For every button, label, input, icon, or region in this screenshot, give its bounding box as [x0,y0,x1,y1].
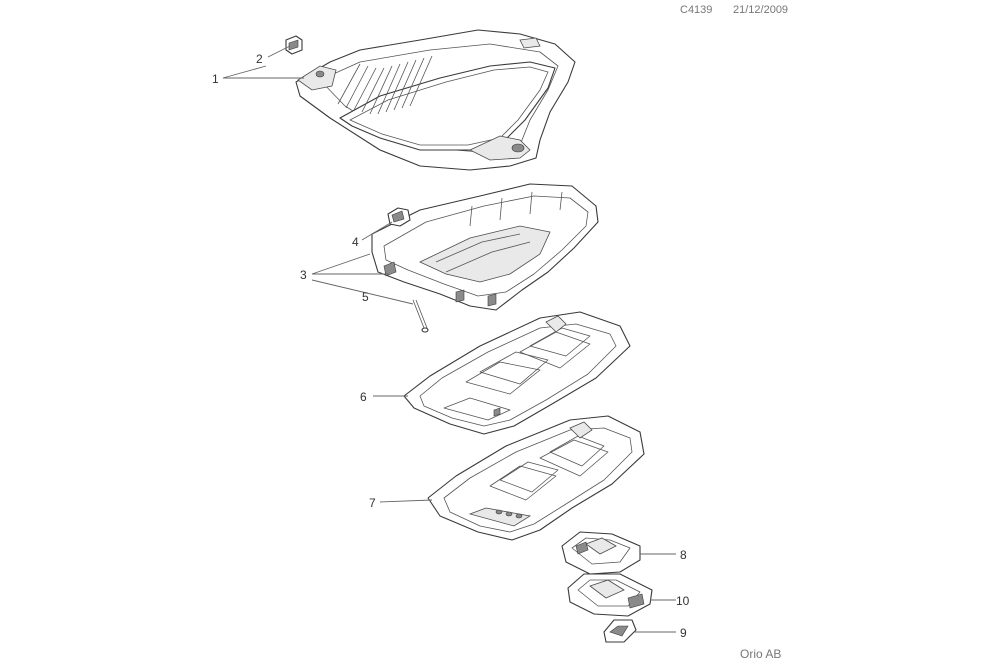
callout-10: 10 [676,594,690,608]
callout-8: 8 [680,548,687,562]
part-6-trim [403,311,631,435]
part-9-connector [603,619,637,643]
part-1-frame [295,29,576,171]
leader-7 [379,499,433,503]
leader-2 [267,45,291,58]
callout-7: 7 [369,496,376,510]
leader-1b [222,65,267,79]
callout-1: 1 [212,72,219,86]
part-8-module [561,531,641,575]
drawing-date: 21/12/2009 [733,4,788,16]
part-7-trim [427,415,645,541]
part-4-clip [387,207,411,227]
callout-5: 5 [362,290,369,304]
callout-2: 2 [256,52,263,66]
drawing-code: C4139 [680,4,712,16]
callout-4: 4 [352,235,359,249]
callout-3: 3 [300,268,307,282]
leader-3c [311,279,414,305]
part-2-clip [285,35,303,55]
callout-6: 6 [360,390,367,404]
publisher-label: Orio AB [740,647,781,661]
part-1-ribs [337,55,433,115]
leader-4 [361,221,393,241]
part-5-screw [412,299,429,333]
leader-3b [311,253,371,275]
part-10-module [567,573,653,617]
part-3-housing [371,183,599,311]
callout-9: 9 [680,626,687,640]
